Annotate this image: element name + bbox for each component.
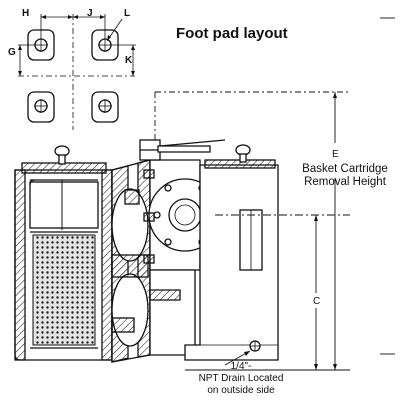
dimension-lines [154, 17, 395, 371]
basket-label-line2: Removal Height [304, 176, 386, 188]
dim-label-j: J [87, 8, 93, 19]
flange-bore [168, 198, 202, 232]
dim-label-e: E [332, 149, 339, 160]
basket-screen [32, 234, 96, 346]
drain-note-line2: NPT Drain Located [198, 373, 284, 384]
dim-label-k: K [125, 55, 133, 66]
foot-pad-layout [18, 14, 136, 130]
dim-label-c: C [313, 296, 321, 307]
dim-label-l: L [124, 8, 131, 19]
right-eyebolt [235, 144, 251, 163]
drain-note-line1: 1/4"- [230, 361, 252, 372]
foot-pad-bottom-left [27, 91, 55, 123]
basket-label-line1: Basket Cartridge [302, 163, 388, 175]
basket-removal-label: Basket Cartridge Removal Height [287, 163, 402, 189]
strainer-body [14, 139, 279, 366]
figure-title: Foot pad layout [176, 25, 288, 42]
dim-label-g: G [8, 47, 16, 58]
foot-pad-bottom-right [91, 91, 119, 123]
drain-note: 1/4"- NPT Drain Located on outside side [185, 361, 297, 397]
drain-note-line3: on outside side [207, 385, 275, 396]
left-eyebolt [54, 145, 70, 165]
valve-handle [139, 139, 226, 161]
drain-plug-icon [249, 340, 261, 352]
dim-label-h: H [22, 8, 30, 19]
